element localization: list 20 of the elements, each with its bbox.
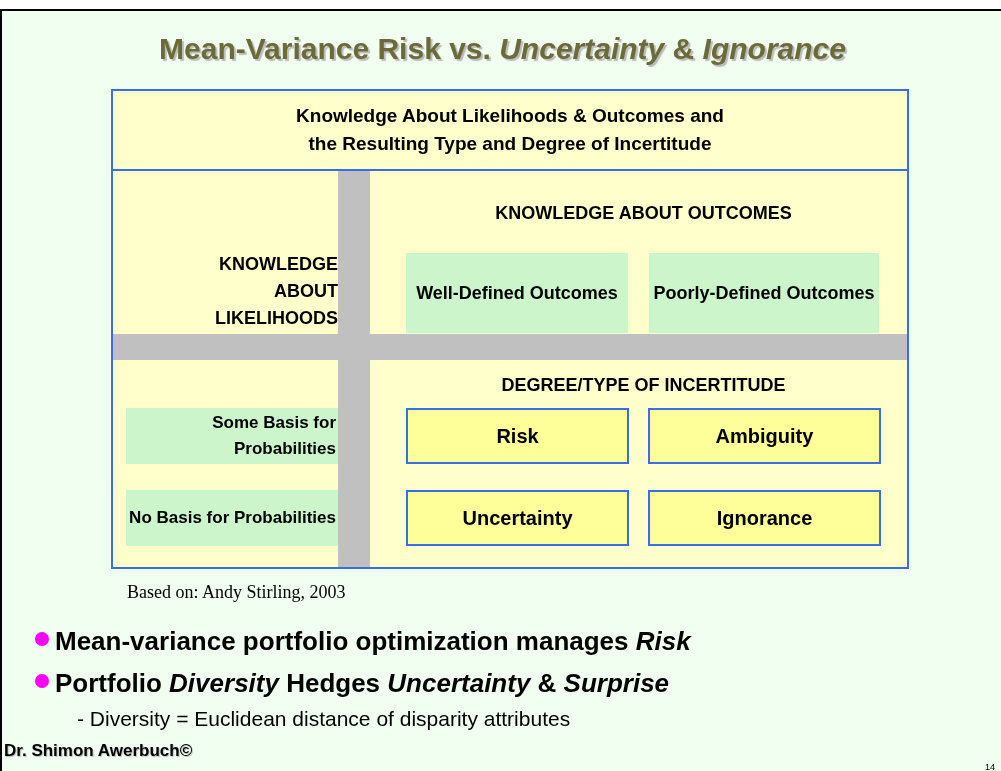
- sub-bullet-text: - Diversity = Euclidean distance of disparity attributes: [77, 707, 571, 731]
- matrix-panel: [111, 89, 909, 569]
- axis-heading: KNOWLEDGE ABOUT LIKELIHOODS: [214, 253, 338, 330]
- axis-heading: DEGREE/TYPE OF INCERTITUDE: [500, 375, 787, 396]
- outcome-box: Risk: [406, 408, 629, 464]
- slide-title: Mean-Variance Risk vs. Uncertainty & Ignorance: [158, 32, 847, 66]
- outcome-box: Ambiguity: [648, 408, 881, 464]
- bullet-text: Portfolio Diversity Hedges Uncertainty & Surprise: [55, 668, 670, 699]
- outcome-box: Ignorance: [648, 490, 881, 546]
- category-box: No Basis for Probabilities: [126, 490, 338, 546]
- source-note: Based on: Andy Stirling, 2003: [127, 582, 346, 603]
- panel-heading: Knowledge About Likelihoods & Outcomes and the Resulting Type and Degree of Incertitude: [295, 104, 725, 156]
- page-number: 14: [985, 762, 995, 771]
- category-box: Well-Defined Outcomes: [406, 253, 628, 333]
- bullet-text: Mean-variance portfolio optimization manages Risk: [55, 626, 691, 657]
- author-footer: Dr. Shimon Awerbuch©: [4, 741, 193, 761]
- category-box: Some Basis for Probabilities: [126, 408, 338, 464]
- axis-heading: KNOWLEDGE ABOUT OUTCOMES: [494, 203, 793, 224]
- category-box: Poorly-Defined Outcomes: [649, 253, 879, 333]
- outcome-box: Uncertainty: [406, 490, 629, 546]
